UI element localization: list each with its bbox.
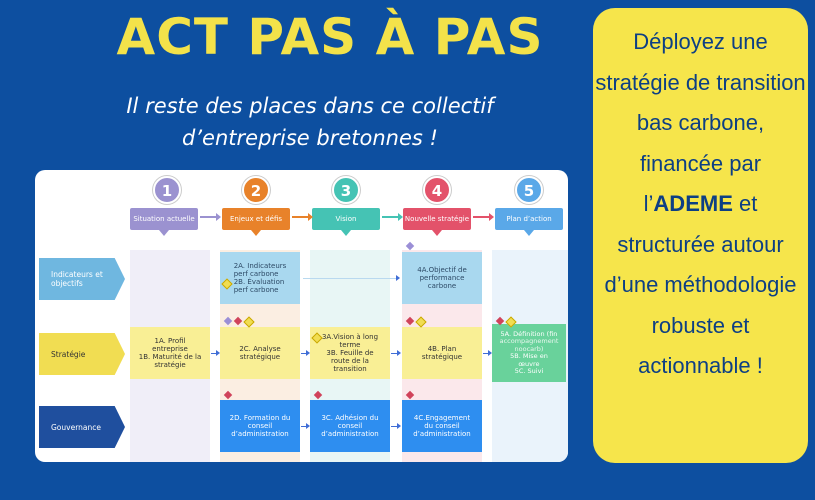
box-1a-1b: 1A. Profil entreprise 1B. Maturité de la… (130, 327, 210, 379)
row-label-indicateurs: Indicateurs et objectifs (39, 258, 125, 300)
box-2a-line-2: perf carbone (233, 270, 279, 278)
box-3c: 3C. Adhésion du conseil d’administration (310, 400, 390, 452)
box-5a-line-2: accompagnement (499, 337, 559, 345)
box-1b-line-2: stratégie (154, 361, 186, 369)
box-5a-line-3: noocarb) (514, 344, 544, 353)
box-2c-line-1: 2C. Analyse (239, 345, 281, 353)
row-label-gouvernance: Gouvernance (39, 406, 125, 448)
process-diagram: 1 2 3 4 5 Situation actuelle Enjeux et d… (35, 170, 568, 462)
box-5b-line-2: œuvre (518, 359, 540, 368)
box-5a-line-1: 5A. Définition (fin (500, 329, 558, 338)
box-4c-line-2: du conseil (424, 422, 460, 430)
box-2b-line-2: perf carbone (233, 286, 279, 294)
connector-2a-4a (303, 275, 400, 281)
box-4c: 4C.Engagement du conseil d’administratio… (402, 400, 482, 452)
box-3a-line-2: terme (339, 341, 361, 349)
info-panel: Déployez une stratégie de transition bas… (593, 8, 808, 463)
box-2a-line-1: 2A. Indicateurs (233, 262, 287, 270)
box-3b-line-3: transition (333, 365, 367, 373)
step-number-3: 3 (332, 176, 360, 204)
phase-label-2: Enjeux et défis (222, 208, 290, 236)
connector-2c-3 (301, 350, 310, 356)
main-title: ACT PAS À PAS (116, 8, 544, 66)
box-3c-line-3: d’administration (321, 430, 379, 438)
connector-4b-5 (483, 350, 492, 356)
box-4a-line-1: 4A.Objectif de (417, 266, 467, 274)
connector-2d-3c (301, 423, 310, 429)
subtitle: Il reste des places dans ce collectif d’… (60, 90, 560, 154)
connector-3c-4c (391, 423, 401, 429)
box-4c-line-1: 4C.Engagement (413, 414, 471, 422)
box-3a-line-1: 3A.Vision à long (321, 333, 379, 341)
phase-arrow-1 (200, 213, 221, 221)
subtitle-line-2: d’entreprise bretonnes ! (182, 126, 438, 150)
box-2d-line-2: conseil (247, 422, 273, 430)
marker-diamond (405, 241, 415, 251)
box-3b-line-2: route de la (331, 357, 369, 365)
step-number-4: 4 (423, 176, 451, 204)
box-2b-line-1: 2B. Évaluation (233, 278, 285, 286)
phase-arrow-4 (473, 213, 494, 221)
box-4a: 4A.Objectif de performance carbone (402, 252, 482, 304)
connector-1-2c (211, 350, 220, 356)
info-panel-text: Déployez une stratégie de transition bas… (593, 22, 808, 387)
box-3a-3b: 3A.Vision à long terme 3B. Feuille de ro… (310, 327, 390, 379)
box-4a-line-2: performance (419, 274, 465, 282)
box-4b-line-1: 4B. Plan (427, 345, 457, 353)
box-4a-line-3: carbone (427, 282, 457, 290)
box-2d: 2D. Formation du conseil d’administratio… (220, 400, 300, 452)
phase-label-5: Plan d’action (495, 208, 563, 236)
box-3b-line-1: 3B. Feuille de (326, 349, 374, 357)
box-4b: 4B. Plan stratégique (402, 327, 482, 379)
subtitle-line-1: Il reste des places dans ce collectif (126, 94, 494, 118)
step-number-2: 2 (242, 176, 270, 204)
box-2c: 2C. Analyse stratégique (220, 327, 300, 379)
phase-label-3: Vision (312, 208, 380, 236)
phase-arrow-3 (382, 213, 403, 221)
box-1a-line-1: 1A. Profil (154, 337, 186, 345)
box-1b-line-1: 1B. Maturité de la (138, 353, 202, 361)
box-5b-line-1: 5B. Mise en (510, 352, 548, 360)
box-3c-line-2: conseil (337, 422, 363, 430)
box-5c-line-1: 5C. Suivi (514, 367, 544, 375)
box-5a-5c: 5A. Définition (fin accompagnement nooca… (492, 324, 566, 382)
phase-label-1: Situation actuelle (130, 208, 198, 236)
phase-arrow-2 (292, 213, 313, 221)
box-3c-line-1: 3C. Adhésion du (321, 414, 379, 422)
panel-highlight: ADEME (653, 191, 733, 216)
box-2d-line-1: 2D. Formation du (229, 414, 291, 422)
phase-label-4: Nouvelle stratégie (403, 208, 471, 236)
panel-text-pre: Déployez une stratégie de transition bas… (595, 29, 806, 216)
panel-text-post: et structurée autour d’une méthodologie … (604, 191, 797, 378)
connector-3-4b (391, 350, 401, 356)
row-label-strategie: Stratégie (39, 333, 125, 375)
box-4c-line-3: d’administration (413, 430, 471, 438)
box-2a-2b: 2A. Indicateurs perf carbone 2B. Évaluat… (220, 252, 300, 304)
box-2d-line-3: d’administration (231, 430, 289, 438)
step-number-1: 1 (153, 176, 181, 204)
box-4b-line-2: stratégique (421, 353, 463, 361)
step-number-5: 5 (515, 176, 543, 204)
box-1a-line-2: entreprise (152, 345, 188, 353)
box-2c-line-2: stratégique (239, 353, 281, 361)
